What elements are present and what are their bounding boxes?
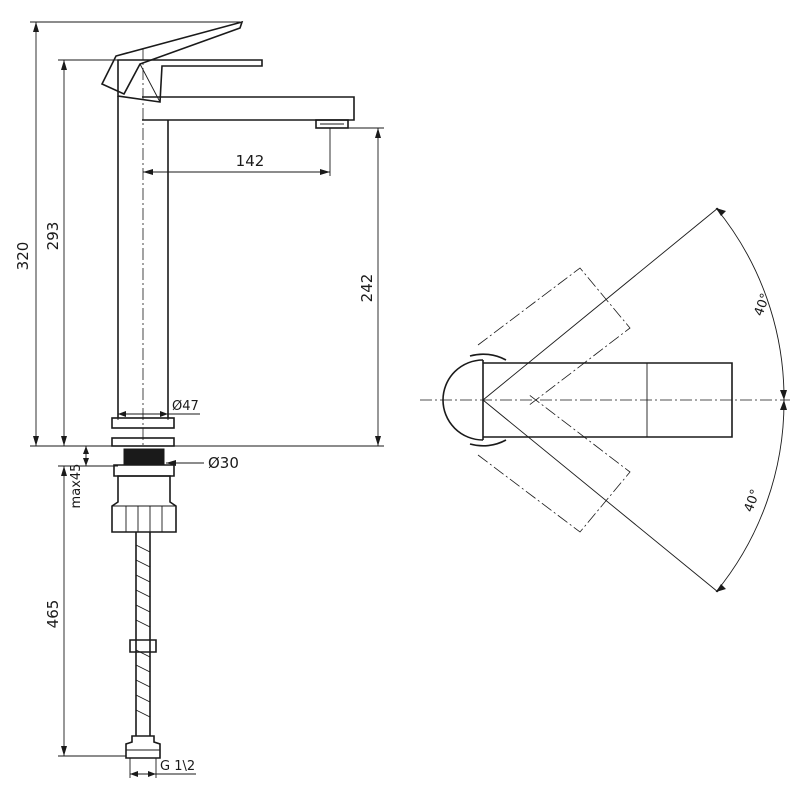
dim-reach: 142 [236, 152, 265, 170]
lever-handle [117, 59, 263, 103]
dim-clearance: 242 [358, 274, 376, 303]
lever-handle-tilted [100, 20, 244, 96]
angle-lower-label: 40° [742, 487, 764, 514]
hose-fitting [125, 735, 161, 759]
faucet-body [117, 96, 169, 418]
dim-spout-height: 293 [44, 222, 62, 251]
handle-rotated-up [477, 267, 631, 407]
fixing-assembly [111, 448, 177, 759]
dim-hose-length: 465 [44, 600, 62, 629]
dim-max-deck-thickness: max45 [69, 464, 84, 509]
top-view: 40° 40° [420, 207, 790, 593]
dim-body-diameter: Ø47 [172, 399, 199, 414]
dim-hole-diameter: Ø30 [208, 454, 239, 472]
threaded-shank [123, 448, 165, 466]
faucet-side-view [100, 20, 355, 447]
angle-arc-lower [715, 399, 785, 593]
angle-upper-label: 40° [752, 291, 774, 318]
washer [113, 464, 175, 477]
side-dimensions: 320 293 242 142 Ø47 Ø30 max45 465 [14, 21, 384, 778]
flexible-hose [135, 532, 151, 736]
dim-total-height: 320 [14, 242, 32, 271]
fixing-nut [111, 475, 177, 533]
handle-rotated-down [477, 393, 631, 533]
spout [142, 96, 355, 121]
angle-arc-upper [715, 207, 785, 401]
dim-connection-thread: G 1\2 [160, 759, 195, 774]
